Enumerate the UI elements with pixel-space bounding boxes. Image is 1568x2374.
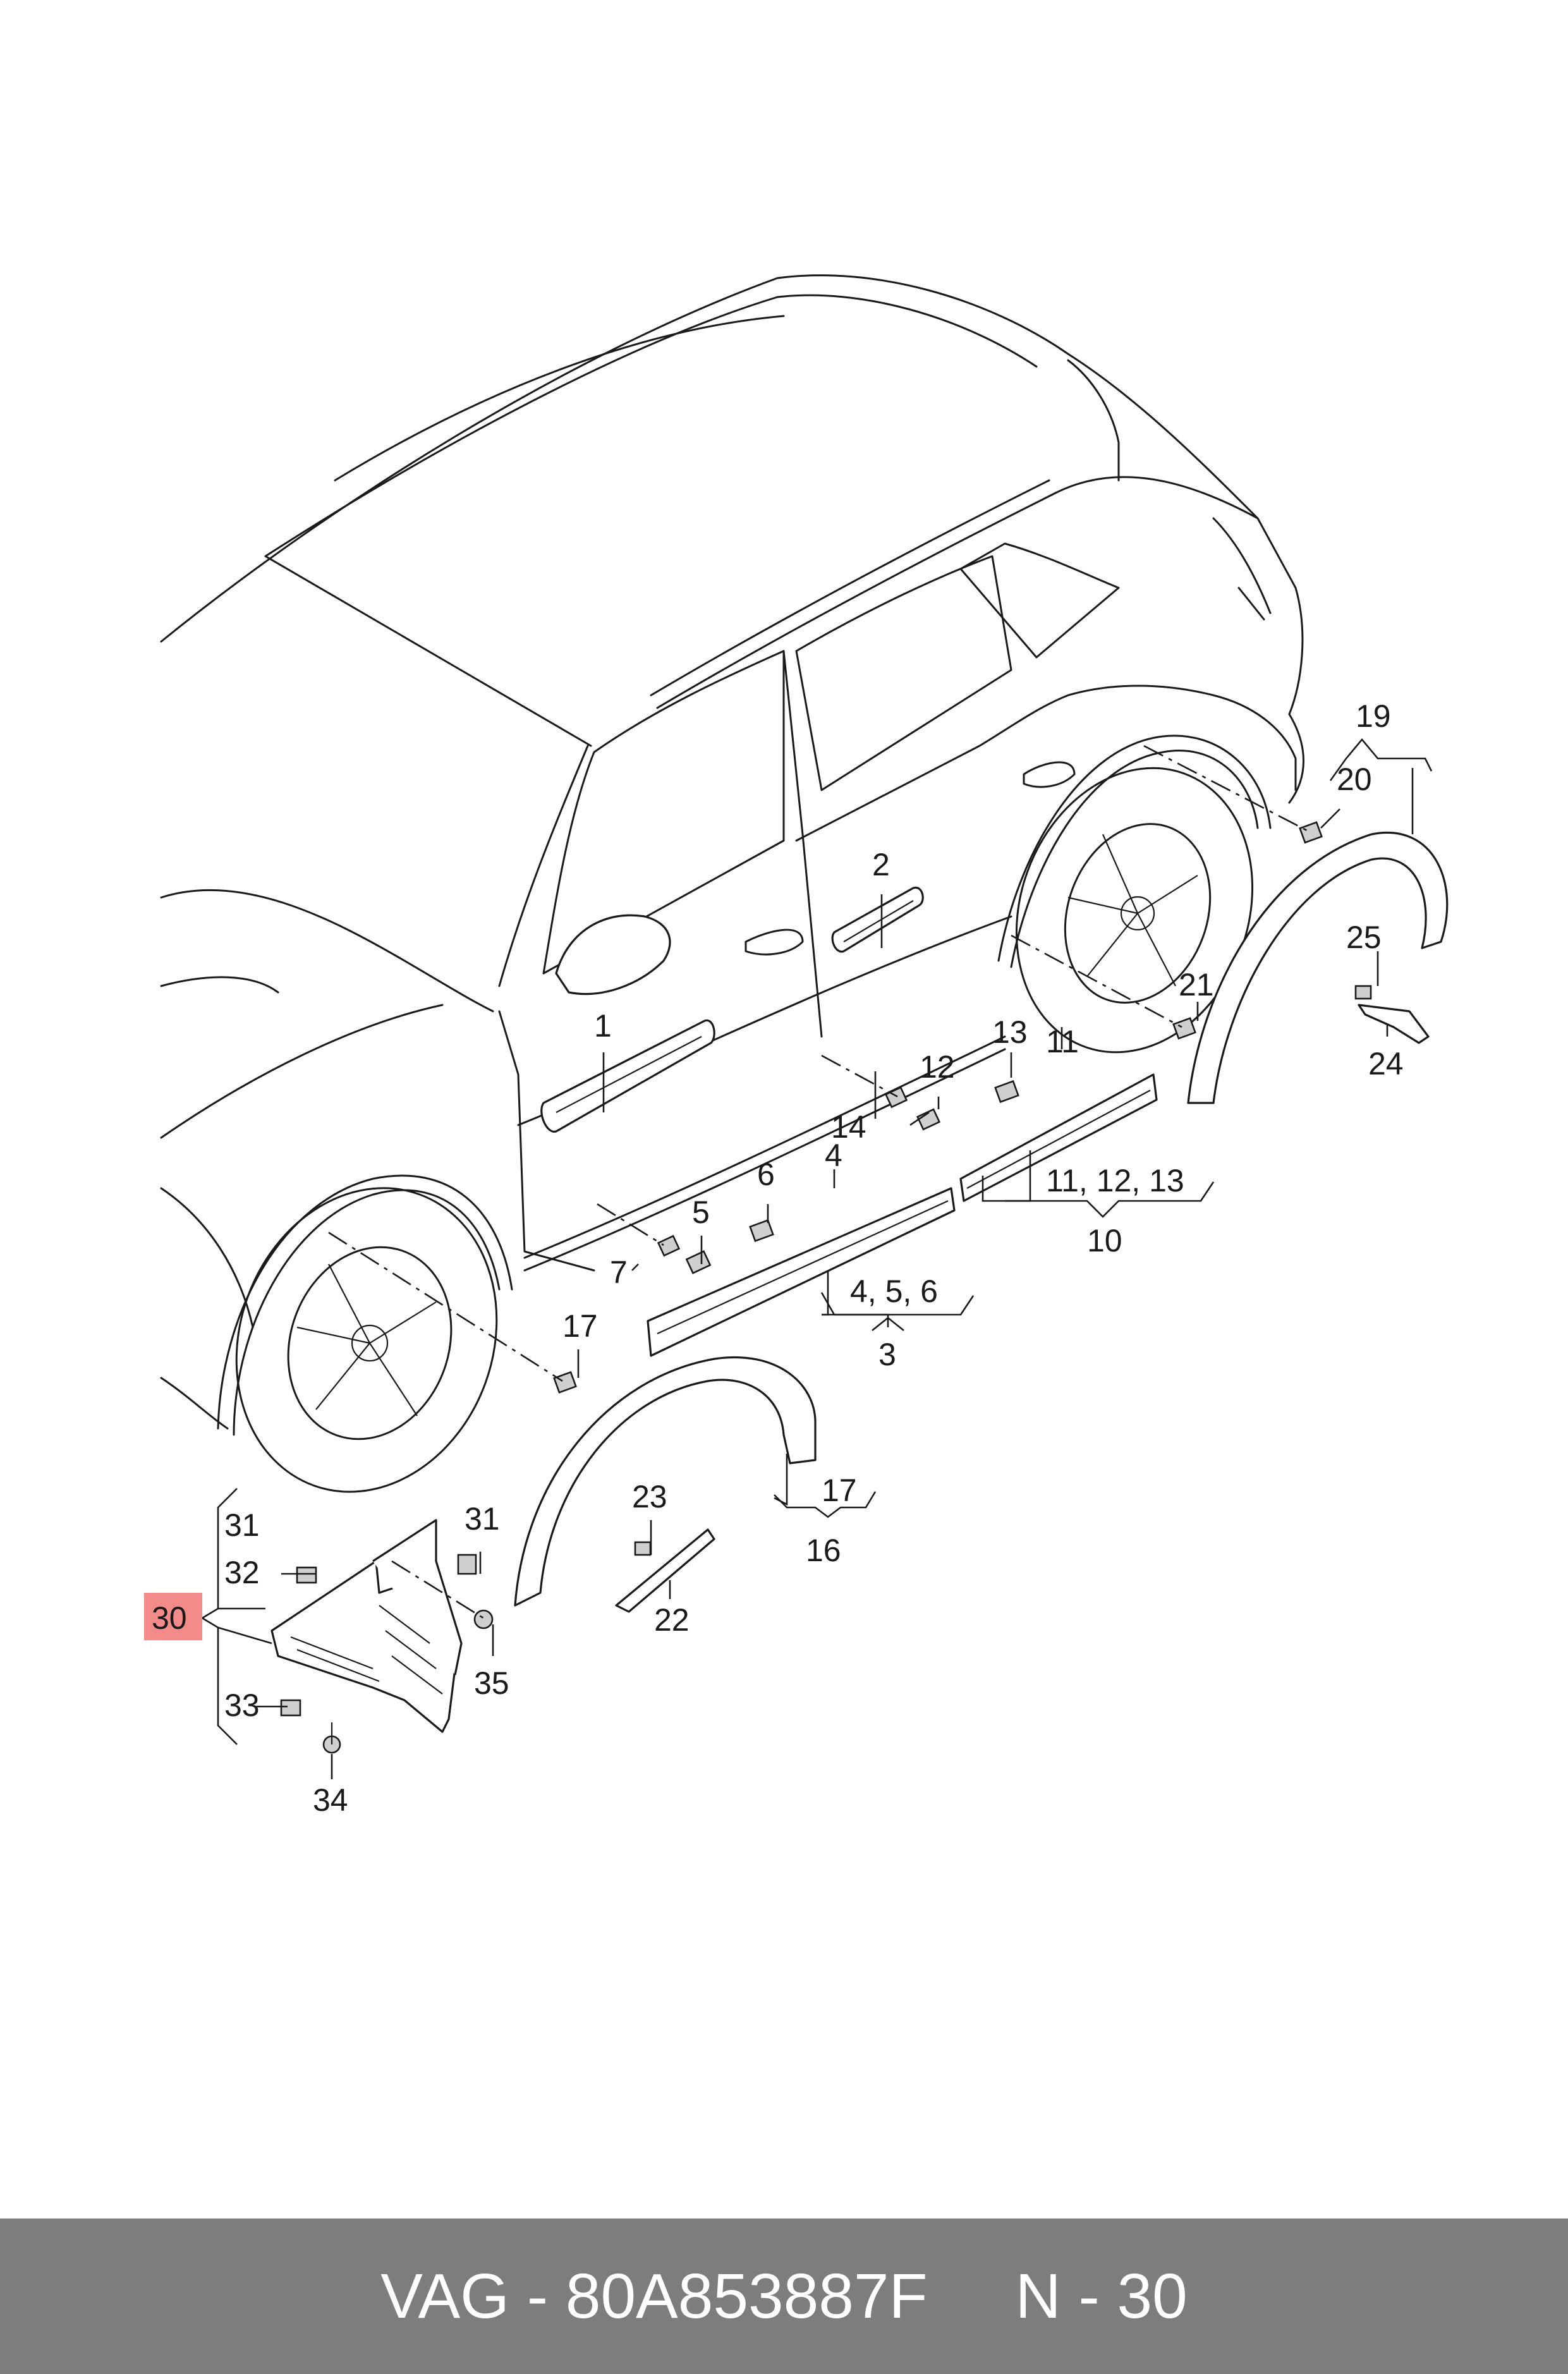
callout-5: 5: [692, 1195, 710, 1230]
part-19-arch-trim-rear: [1187, 831, 1449, 1104]
callout-31-left: 31: [224, 1507, 260, 1543]
callout-1: 1: [594, 1008, 612, 1044]
part-1-door-trim-front: [540, 1020, 715, 1133]
callout-14: 14: [831, 1109, 866, 1145]
callout-25: 25: [1346, 920, 1382, 955]
callout-10: 10: [1087, 1223, 1122, 1258]
car-outline: [160, 274, 1304, 1493]
part-11-sill-cover-rear: [959, 1073, 1158, 1202]
callout-24: 24: [1368, 1046, 1404, 1081]
footer-brand: VAG: [380, 2260, 509, 2332]
callout-32: 32: [224, 1555, 260, 1590]
part-4-sill-cover-front: [647, 1187, 956, 1357]
callout-33: 33: [224, 1688, 260, 1723]
part-22-bracket: [615, 1528, 715, 1613]
callout-17-arch: 17: [822, 1473, 857, 1508]
parts-exploded-diagram: 1 2 3 4, 5, 6 4 5 6 7 10 11 11, 12, 13 1…: [144, 274, 1449, 1818]
callout-11: 11: [1046, 1024, 1079, 1059]
callout-30: 30: [152, 1600, 187, 1636]
callout-16: 16: [806, 1533, 841, 1568]
assembly-lines: [328, 745, 1309, 1619]
footer-position-label: N - 30: [1015, 2260, 1188, 2332]
footer-caption: VAG - 80A853887F N - 30: [380, 2260, 1188, 2333]
callout-23: 23: [632, 1479, 667, 1514]
callout-3: 3: [878, 1337, 896, 1372]
part-30-wheel-housing-liner: [270, 1519, 463, 1733]
callout-17-front: 17: [562, 1308, 598, 1344]
callout-34: 34: [313, 1782, 348, 1818]
fasteners: [280, 821, 1372, 1754]
callout-7: 7: [610, 1255, 628, 1290]
part-2-door-trim-rear: [831, 886, 924, 953]
callout-4: 4: [825, 1138, 842, 1173]
part-16-arch-trim-front: [514, 1356, 817, 1607]
part-24-bracket: [1358, 1004, 1430, 1044]
callout-20: 20: [1337, 762, 1372, 797]
footer-gap: [928, 2261, 1016, 2332]
callout-19: 19: [1356, 698, 1391, 734]
footer-part-number: 80A853887F: [565, 2260, 928, 2332]
callout-12: 12: [920, 1049, 955, 1085]
callout-22: 22: [654, 1602, 690, 1638]
callout-2: 2: [872, 847, 890, 882]
footer-bar: VAG - 80A853887F N - 30: [0, 2219, 1568, 2374]
callout-6: 6: [757, 1157, 775, 1192]
callout-13: 13: [992, 1014, 1028, 1050]
callout-31-right: 31: [465, 1501, 500, 1537]
callout-21: 21: [1179, 967, 1214, 1002]
callout-labels: 1 2 3 4, 5, 6 4 5 6 7 10 11 11, 12, 13 1…: [152, 698, 1404, 1818]
callout-11-12-13: 11, 12, 13: [1046, 1163, 1184, 1198]
highlight-callout-30: [144, 1593, 202, 1640]
footer-separator: -: [509, 2260, 566, 2332]
callout-4-5-6: 4, 5, 6: [850, 1274, 938, 1309]
callout-35: 35: [474, 1665, 509, 1701]
